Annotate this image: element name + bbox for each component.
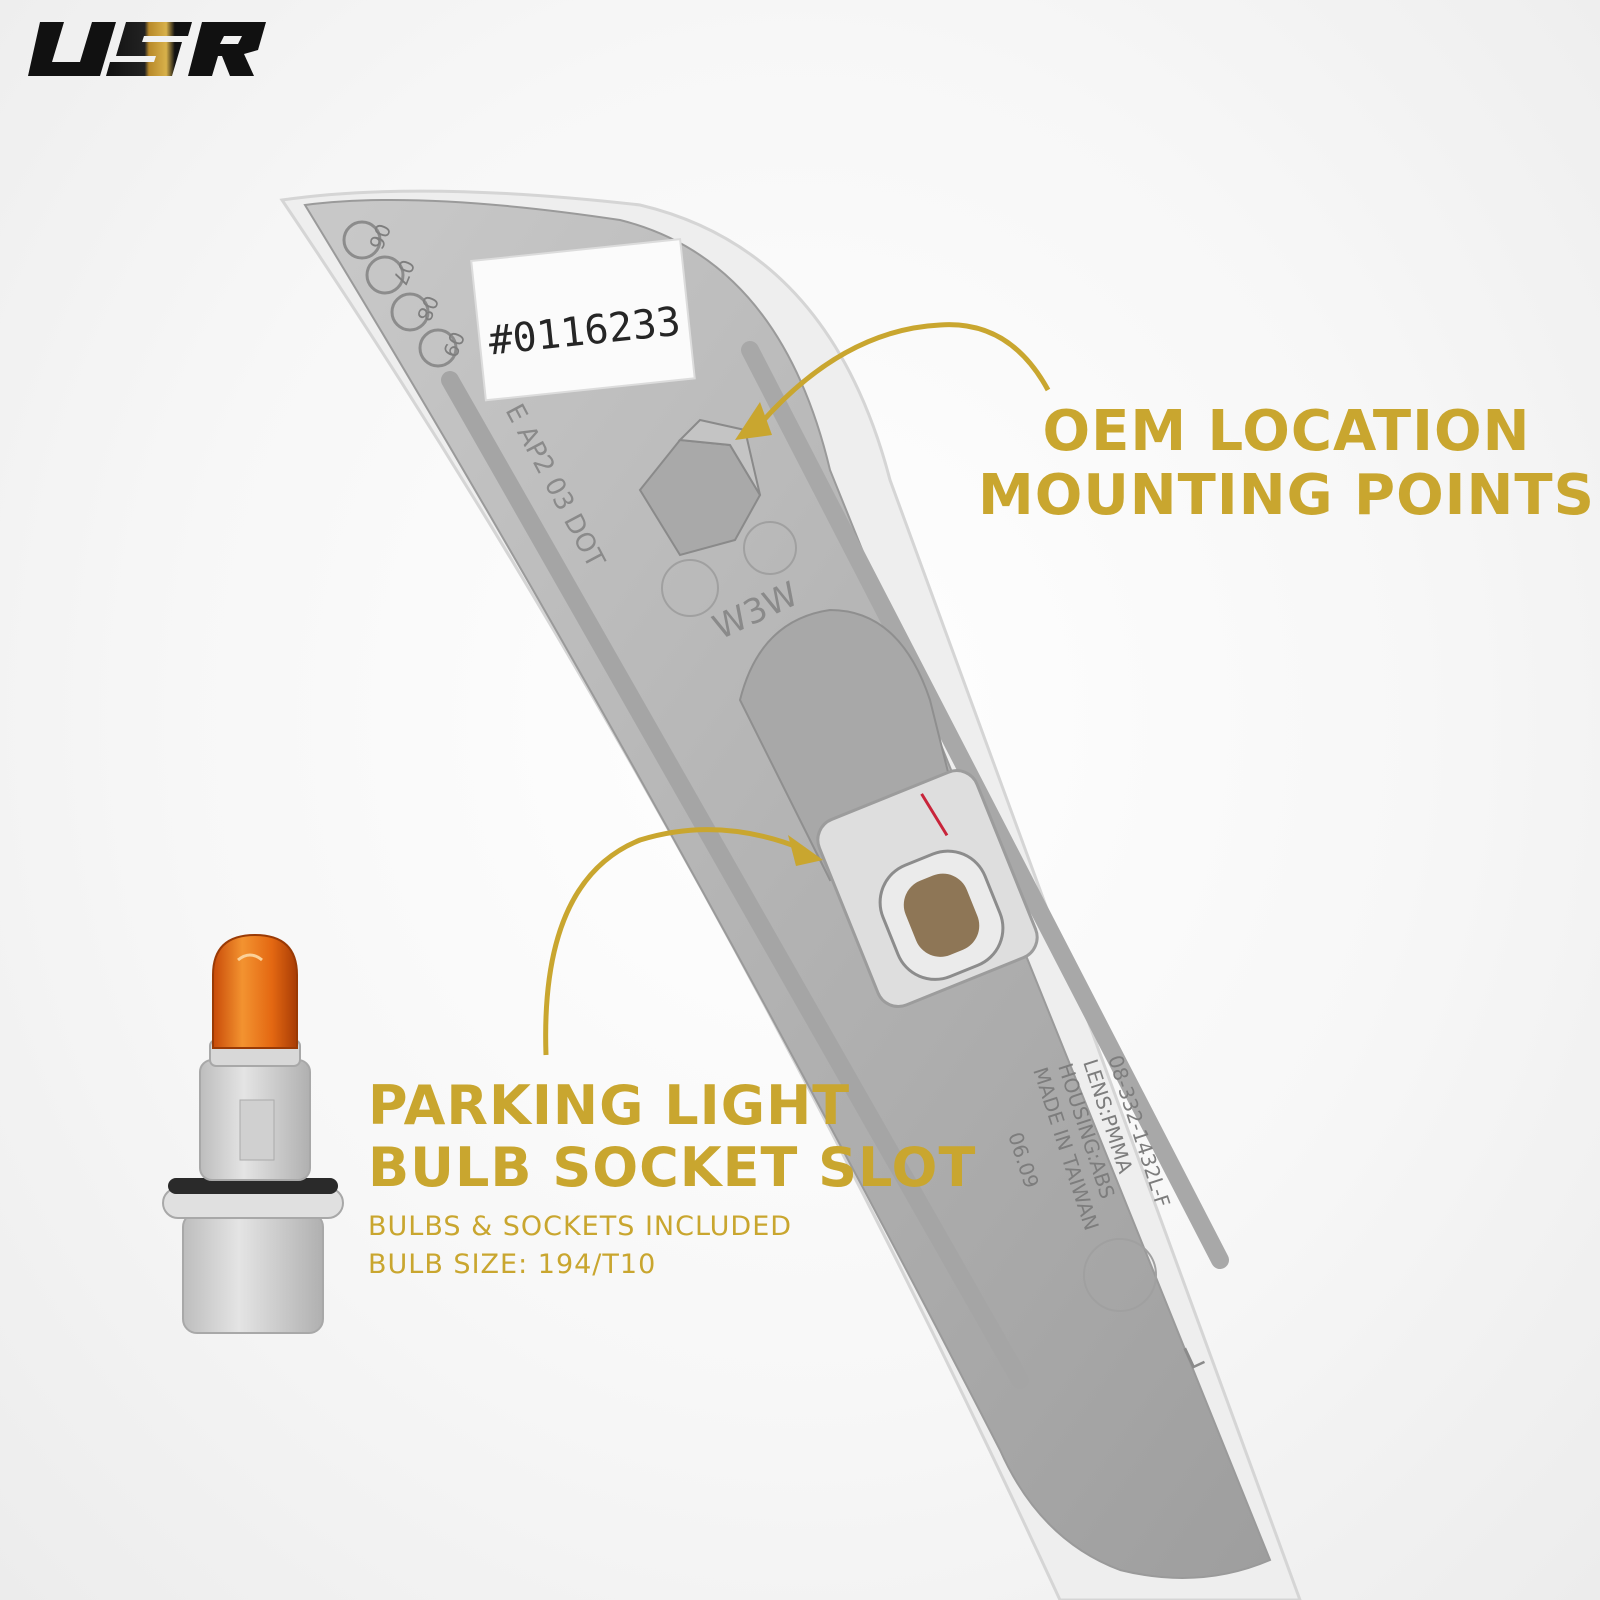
connector (816, 769, 1039, 1008)
oem-callout-line1: OEM LOCATION (1042, 399, 1531, 464)
bulb-details-line2: BULB SIZE: 194/T10 (368, 1248, 657, 1280)
amber-bulb (212, 933, 298, 1049)
bulb-details: BULBS & SOCKETS INCLUDED BULB SIZE: 194/… (368, 1208, 792, 1284)
parking-callout-line1: PARKING LIGHT (368, 1074, 851, 1137)
oem-callout: OEM LOCATION MOUNTING POINTS (978, 399, 1595, 529)
part-number-sticker: #0116233 (470, 237, 696, 402)
oem-callout-line2: MOUNTING POINTS (978, 463, 1595, 529)
parking-callout-line2: BULB SOCKET SLOT (368, 1136, 977, 1200)
parking-arrowhead (788, 835, 823, 866)
parking-callout: PARKING LIGHT BULB SOCKET SLOT (368, 1074, 977, 1200)
date-code-circles (342, 220, 458, 368)
usr-logo-icon (28, 22, 266, 76)
bulb-socket (162, 1039, 344, 1334)
bulb-details-line1: BULBS & SOCKETS INCLUDED (368, 1211, 793, 1242)
oem-arrowhead (735, 402, 772, 440)
oem-arrow (753, 322, 1051, 432)
parking-arrow (543, 827, 806, 1056)
